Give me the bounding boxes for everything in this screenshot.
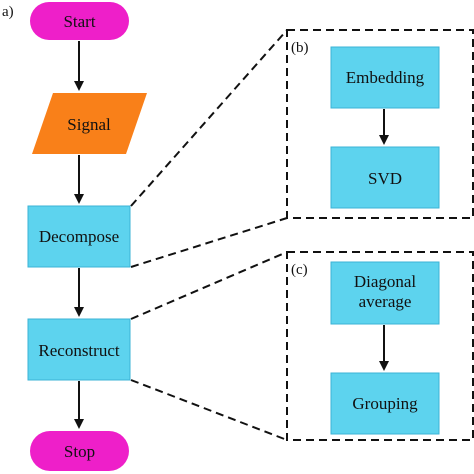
svd-label: SVD xyxy=(368,169,402,188)
connector-reconstruct-panel-c-top xyxy=(130,251,288,320)
stop-label: Stop xyxy=(64,442,95,461)
signal-label: Signal xyxy=(67,115,111,134)
connector-reconstruct-panel-c-bottom xyxy=(130,379,288,441)
connector-decompose-panel-b-top xyxy=(130,29,288,207)
stop-terminal-shape xyxy=(30,431,129,471)
embedding-label: Embedding xyxy=(346,68,425,87)
decompose-process-box xyxy=(27,205,131,268)
panel-c-dashed-frame xyxy=(286,251,474,441)
decompose-label: Decompose xyxy=(39,227,119,246)
reconstruct-label: Reconstruct xyxy=(38,341,119,360)
embedding-process-box xyxy=(330,46,440,109)
panel-a-label: a) xyxy=(2,4,14,20)
diagonal-average-label-line1: Diagonal xyxy=(354,272,417,291)
panel-b-dashed-frame xyxy=(286,29,474,219)
start-label: Start xyxy=(63,12,95,31)
connector-decompose-panel-b-bottom xyxy=(130,217,288,268)
panel-b-label: (b) xyxy=(291,40,309,56)
grouping-label: Grouping xyxy=(352,394,418,413)
signal-io-shape xyxy=(32,93,147,154)
panel-c-label: (c) xyxy=(291,262,308,278)
diagonal-average-process-box xyxy=(330,261,440,325)
diagonal-average-label-line2: average xyxy=(359,292,412,311)
reconstruct-process-box xyxy=(27,318,131,381)
start-terminal-shape xyxy=(30,2,129,40)
grouping-process-box xyxy=(330,372,440,435)
svd-process-box xyxy=(330,146,440,209)
